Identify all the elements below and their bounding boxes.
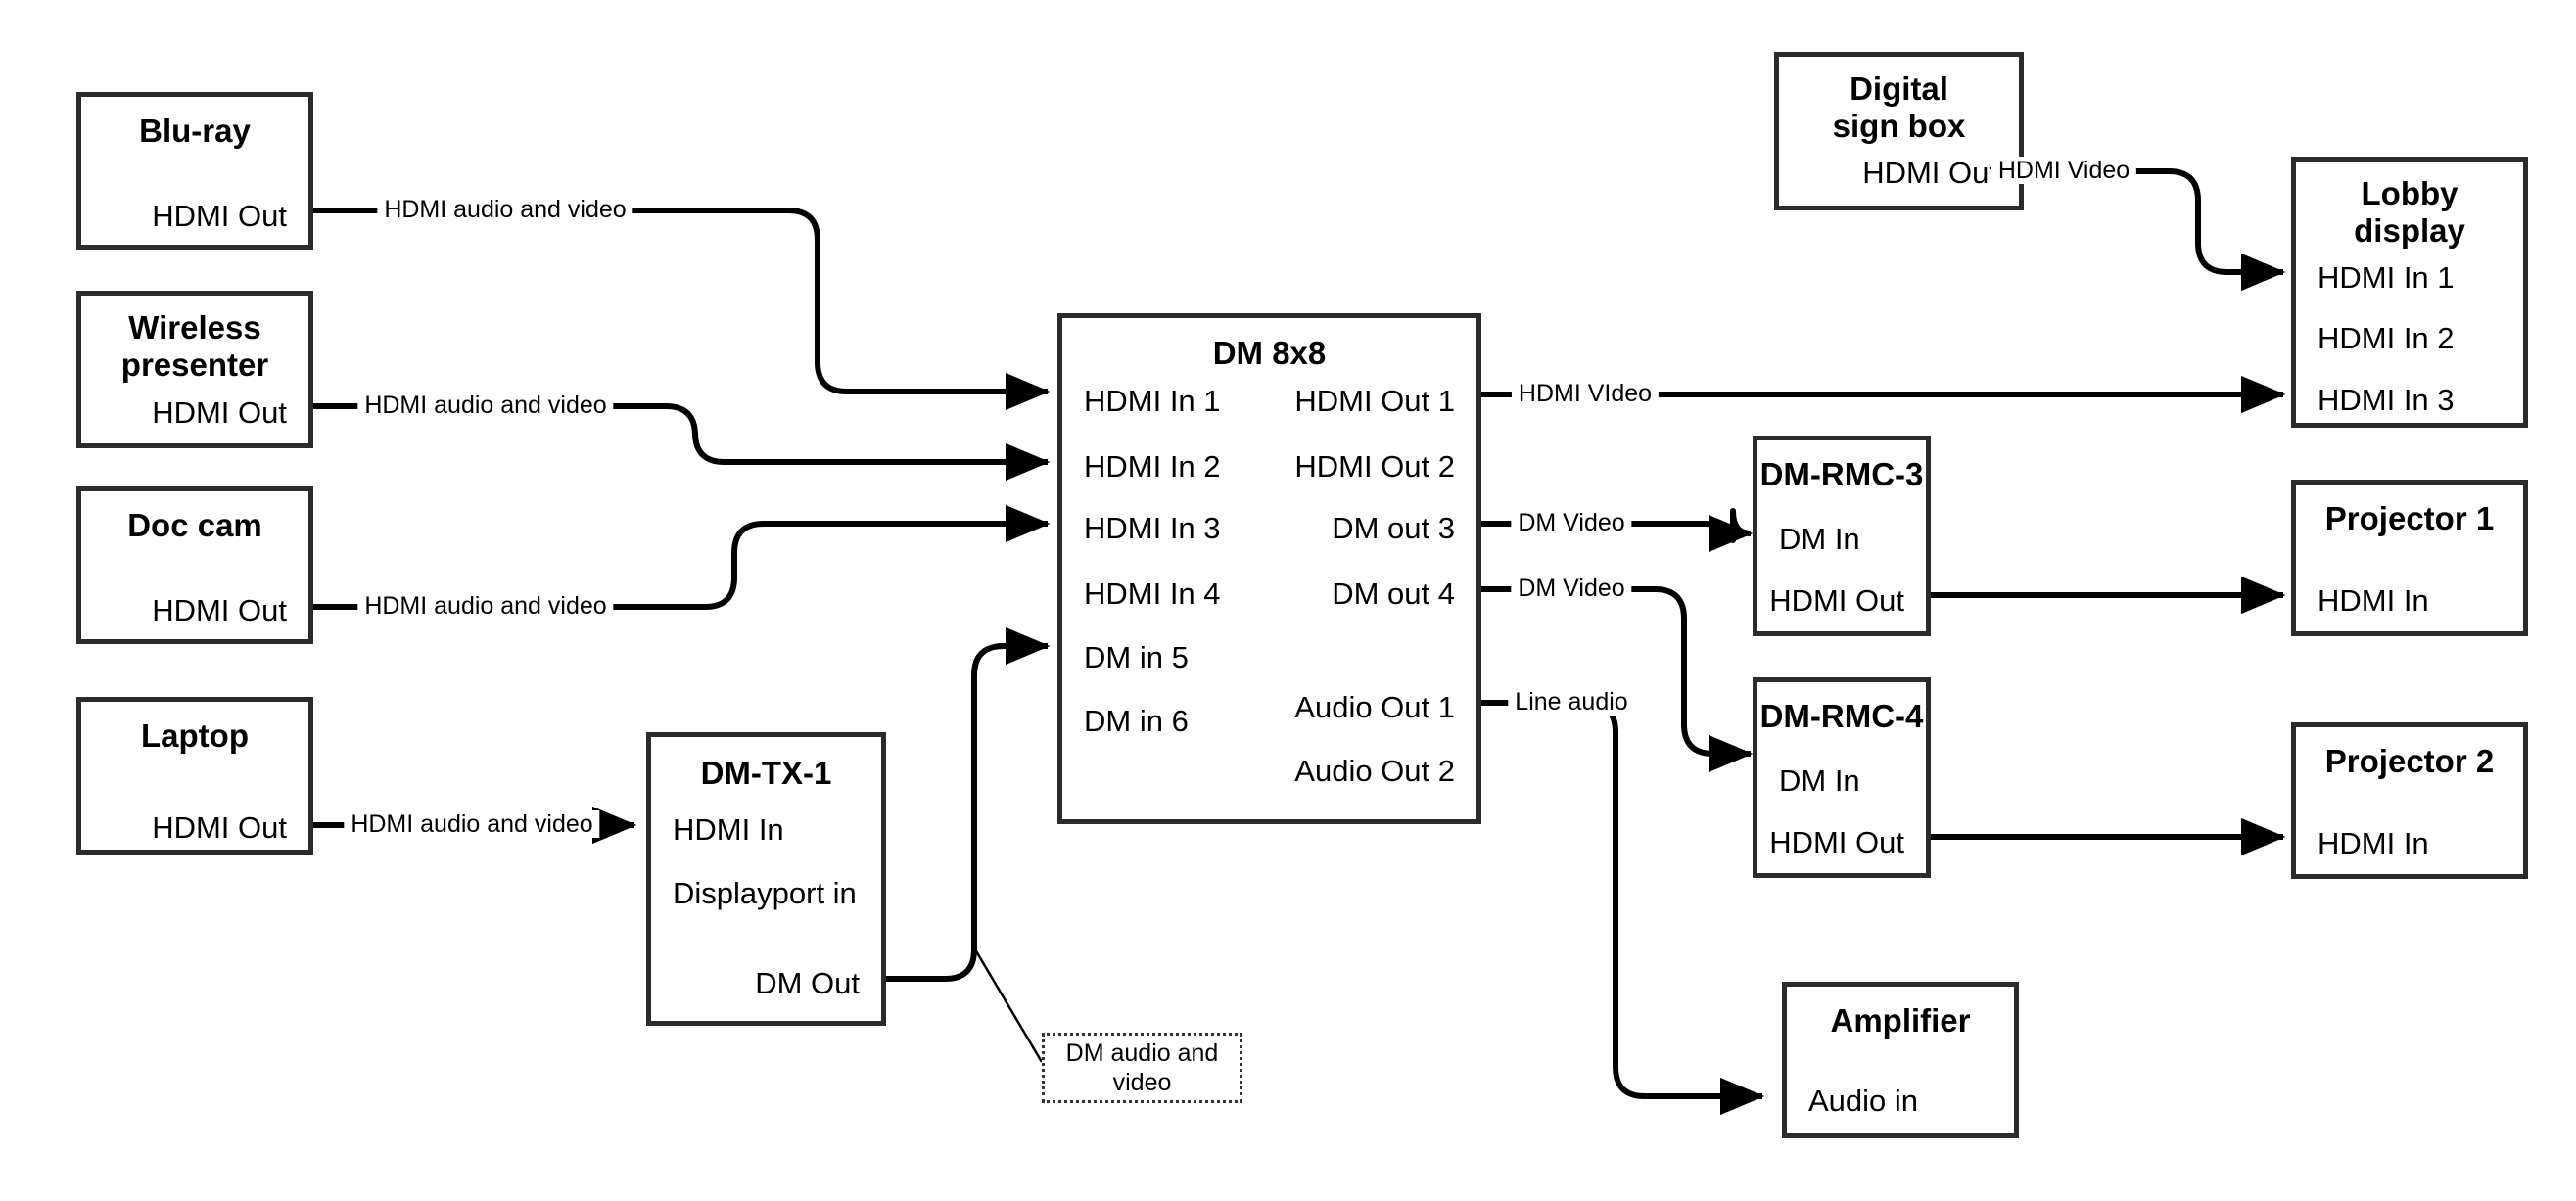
node-projector-1[interactable]: Projector 1 HDMI In <box>2291 480 2528 636</box>
port-laptop-hdmi-out[interactable]: HDMI Out <box>152 810 287 845</box>
wire-label-dm-out3-to-rmc3: DM Video <box>1511 509 1632 536</box>
port-dm-hdmi-in-4[interactable]: HDMI In 4 <box>1084 577 1221 611</box>
node-lobby-display[interactable]: Lobby display HDMI In 1 HDMI In 2 HDMI I… <box>2291 157 2528 428</box>
port-dmtx1-hdmi-in[interactable]: HDMI In <box>673 812 784 847</box>
port-dm-dm-in-5[interactable]: DM in 5 <box>1084 640 1189 674</box>
node-digital-sign-box[interactable]: Digital sign box HDMI Out <box>1774 52 2024 210</box>
node-doc-cam[interactable]: Doc cam HDMI Out <box>76 486 313 644</box>
wire-label-doccam-to-dm: HDMI audio and video <box>357 592 614 620</box>
wire-dmtx1-to-dm-in5 <box>886 626 1051 982</box>
node-amplifier-title: Amplifier <box>1830 1002 1971 1039</box>
node-projector-1-title: Projector 1 <box>2324 500 2495 536</box>
port-dm-audio-out-2[interactable]: Audio Out 2 <box>1294 754 1455 788</box>
node-dm-tx-1[interactable]: DM-TX-1 HDMI In Displayport in DM Out <box>646 732 886 1026</box>
port-lobby-hdmi-in-2[interactable]: HDMI In 2 <box>2318 321 2455 355</box>
port-signbox-hdmi-out[interactable]: HDMI Out <box>1862 156 1997 190</box>
node-dm-rmc-3-title: DM-RMC-3 <box>1759 456 1924 492</box>
port-dm-hdmi-in-3[interactable]: HDMI In 3 <box>1084 511 1221 545</box>
callout-dm-audio-and-video: DM audio and video <box>1042 1033 1242 1103</box>
port-dm-hdmi-in-2[interactable]: HDMI In 2 <box>1084 449 1221 484</box>
node-laptop[interactable]: Laptop HDMI Out <box>76 697 313 855</box>
port-rmc3-hdmi-out[interactable]: HDMI Out <box>1769 583 1904 618</box>
node-wireless-presenter-title: Wireless presenter <box>120 309 269 383</box>
port-bluray-hdmi-out[interactable]: HDMI Out <box>152 199 287 233</box>
node-dm-rmc-4-title: DM-RMC-4 <box>1759 698 1924 734</box>
wire-label-wireless-to-dm: HDMI audio and video <box>357 392 614 419</box>
node-bluray-title: Blu-ray <box>139 113 251 149</box>
wire-label-sign-to-lobby: HDMI Video <box>1991 157 2137 184</box>
port-dm-audio-out-1[interactable]: Audio Out 1 <box>1294 690 1455 724</box>
port-amp-audio-in[interactable]: Audio in <box>1808 1084 1919 1118</box>
wire-label-bluray-to-dm: HDMI audio and video <box>377 196 633 223</box>
node-projector-2[interactable]: Projector 2 HDMI In <box>2291 722 2528 879</box>
wire-label-dm-out1-to-lobby: HDMI VIdeo <box>1511 380 1660 407</box>
node-doc-cam-title: Doc cam <box>127 507 262 543</box>
port-dm-dm-in-6[interactable]: DM in 6 <box>1084 704 1189 738</box>
port-proj1-hdmi-in[interactable]: HDMI In <box>2318 583 2429 618</box>
port-lobby-hdmi-in-3[interactable]: HDMI In 3 <box>2318 383 2455 417</box>
node-dm-rmc-3[interactable]: DM-RMC-3 DM In HDMI Out <box>1753 436 1931 636</box>
node-dm-rmc-4[interactable]: DM-RMC-4 DM In HDMI Out <box>1753 677 1931 878</box>
port-rmc4-hdmi-out[interactable]: HDMI Out <box>1769 825 1904 859</box>
node-dm-tx-1-title: DM-TX-1 <box>700 755 832 791</box>
node-dm-8x8[interactable]: DM 8x8 HDMI In 1 HDMI In 2 HDMI In 3 HDM… <box>1057 313 1481 824</box>
node-lobby-display-title: Lobby display <box>2354 175 2465 249</box>
node-amplifier[interactable]: Amplifier Audio in <box>1782 982 2019 1138</box>
port-lobby-hdmi-in-1[interactable]: HDMI In 1 <box>2318 260 2455 295</box>
wire-label-dm-audio1-to-amp: Line audio <box>1508 688 1635 716</box>
port-dmtx1-displayport-in[interactable]: Displayport in <box>673 876 857 910</box>
node-projector-2-title: Projector 2 <box>2324 743 2495 779</box>
node-dm-8x8-title: DM 8x8 <box>1212 335 1327 371</box>
wire-dm-audio1-to-amp <box>1481 700 1765 1116</box>
wire-label-dm-out4-to-rmc4: DM Video <box>1511 575 1632 602</box>
wire-bluray-to-dm-in1 <box>313 208 1051 411</box>
port-rmc3-dm-in[interactable]: DM In <box>1779 522 1860 556</box>
port-dm-dm-out-4[interactable]: DM out 4 <box>1332 577 1455 611</box>
node-bluray[interactable]: Blu-ray HDMI Out <box>76 92 313 250</box>
port-dm-hdmi-out-2[interactable]: HDMI Out 2 <box>1294 449 1455 484</box>
callout-leader-line <box>970 944 1044 1063</box>
port-dm-hdmi-out-1[interactable]: HDMI Out 1 <box>1294 384 1455 418</box>
node-laptop-title: Laptop <box>141 717 249 754</box>
node-digital-sign-box-title: Digital sign box <box>1832 70 1966 144</box>
port-rmc4-dm-in[interactable]: DM In <box>1779 763 1860 798</box>
port-proj2-hdmi-in[interactable]: HDMI In <box>2318 826 2429 860</box>
port-doccam-hdmi-out[interactable]: HDMI Out <box>152 593 287 627</box>
port-dm-dm-out-3[interactable]: DM out 3 <box>1332 511 1455 545</box>
wire-label-laptop-to-dmtx1: HDMI audio and video <box>344 810 600 838</box>
wire-dm-out4-to-rmc4 <box>1481 586 1754 773</box>
port-dmtx1-dm-out[interactable]: DM Out <box>755 966 860 1000</box>
port-dm-hdmi-in-1[interactable]: HDMI In 1 <box>1084 384 1221 418</box>
node-wireless-presenter[interactable]: Wireless presenter HDMI Out <box>76 291 313 448</box>
port-wireless-hdmi-out[interactable]: HDMI Out <box>152 395 287 430</box>
